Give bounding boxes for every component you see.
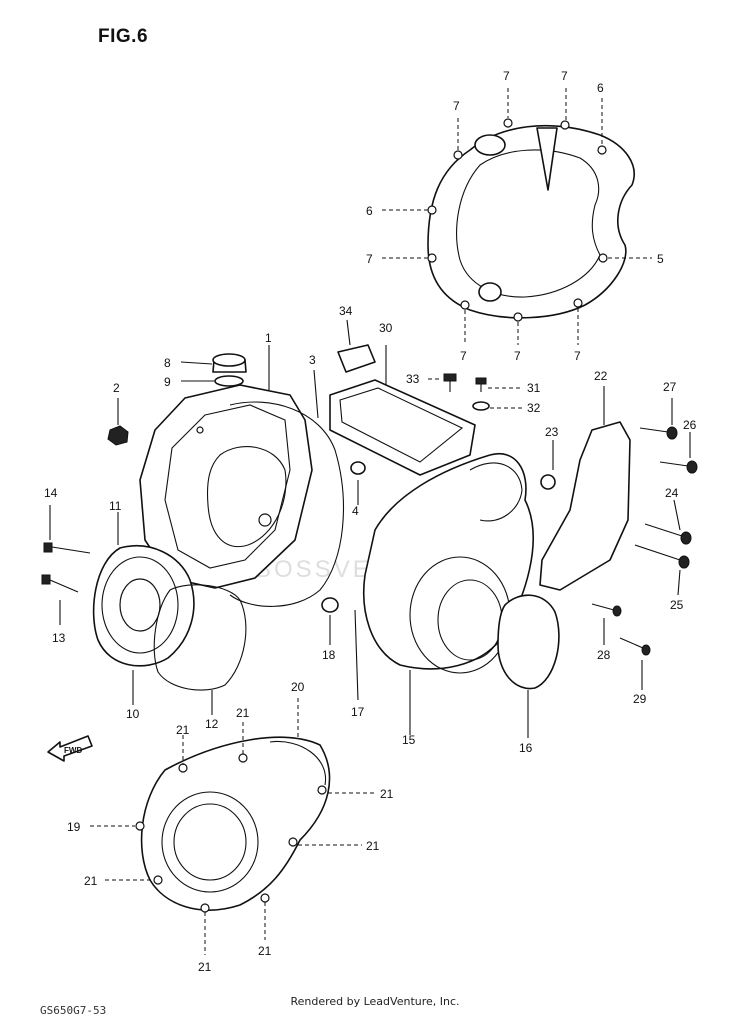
callout: 16 <box>519 741 533 755</box>
o-ring <box>214 375 244 387</box>
callout: 15 <box>402 733 416 747</box>
callout: 25 <box>670 598 684 612</box>
callout: 7 <box>514 349 521 363</box>
callout: 21 <box>84 874 98 888</box>
callout: 7 <box>574 349 581 363</box>
clutch-cover <box>427 118 635 322</box>
callout: 12 <box>205 717 219 731</box>
dowel-pin <box>540 474 556 490</box>
bolt <box>659 460 698 474</box>
bolt <box>43 542 91 554</box>
bolt <box>475 377 487 392</box>
footer-credit: Rendered by LeadVenture, Inc. <box>290 995 460 1008</box>
callout: 26 <box>683 418 697 432</box>
starter-clutch-cover <box>362 452 534 674</box>
callout: 32 <box>527 401 541 415</box>
breather-plate <box>337 344 376 373</box>
callout: 22 <box>594 369 608 383</box>
callout: 28 <box>597 648 611 662</box>
forward-arrow-icon: FWD <box>47 735 93 762</box>
callout: 27 <box>663 380 677 394</box>
callout: 1 <box>265 331 272 345</box>
callout: 8 <box>164 356 171 370</box>
bolt <box>443 373 457 392</box>
callout: 23 <box>545 425 559 439</box>
generator-gasket <box>153 584 247 691</box>
washer <box>472 401 490 411</box>
callout: 10 <box>126 707 140 721</box>
bolt <box>634 544 690 569</box>
side-gasket <box>539 421 631 591</box>
dowel-pin <box>350 461 366 475</box>
cover-gasket <box>229 401 344 607</box>
breather-cover <box>329 379 476 476</box>
callout: 21 <box>258 944 272 958</box>
callout: 20 <box>291 680 305 694</box>
figure-title: FIG.6 <box>98 26 149 47</box>
lower-cover <box>135 736 331 913</box>
callouts: 7 7 6 7 6 7 5 7 7 7 34 30 1 3 8 9 2 33 3… <box>44 69 697 974</box>
callout: 13 <box>52 631 66 645</box>
bolt <box>41 574 79 593</box>
callout: 7 <box>561 69 568 83</box>
callout: 7 <box>366 252 373 266</box>
callout: 7 <box>453 99 460 113</box>
callout: 21 <box>236 706 250 720</box>
clutch-cover-gasket <box>497 594 560 690</box>
bolt <box>591 603 622 617</box>
callout: 34 <box>339 304 353 318</box>
callout: 19 <box>67 820 81 834</box>
oil-filler-cap <box>212 353 247 373</box>
bolt <box>619 637 651 656</box>
bolt <box>644 523 692 545</box>
bolt <box>639 426 678 440</box>
callout: 6 <box>597 81 604 95</box>
callout: 7 <box>460 349 467 363</box>
callout: 24 <box>665 486 679 500</box>
dowel-pin <box>321 597 339 613</box>
crankcase-cover <box>139 384 313 589</box>
fwd-label: FWD <box>64 746 82 755</box>
callout: 2 <box>113 381 120 395</box>
callout: 17 <box>351 705 365 719</box>
callout: 21 <box>366 839 380 853</box>
callout: 30 <box>379 321 393 335</box>
callout: 14 <box>44 486 58 500</box>
callout: 3 <box>309 353 316 367</box>
callout: 18 <box>322 648 336 662</box>
callout: 21 <box>176 723 190 737</box>
callout: 6 <box>366 204 373 218</box>
diagram-code: GS650G7-53 <box>40 1004 107 1017</box>
callout: 21 <box>380 787 394 801</box>
callout: 5 <box>657 252 664 266</box>
callout: 21 <box>198 960 212 974</box>
callout: 11 <box>109 499 122 513</box>
callout: 7 <box>503 69 510 83</box>
nut <box>107 425 129 446</box>
generator-cover <box>92 545 195 667</box>
callout: 33 <box>406 372 420 386</box>
callout: 4 <box>352 504 359 518</box>
callout: 29 <box>633 692 647 706</box>
callout: 31 <box>527 381 541 395</box>
callout: 9 <box>164 375 171 389</box>
